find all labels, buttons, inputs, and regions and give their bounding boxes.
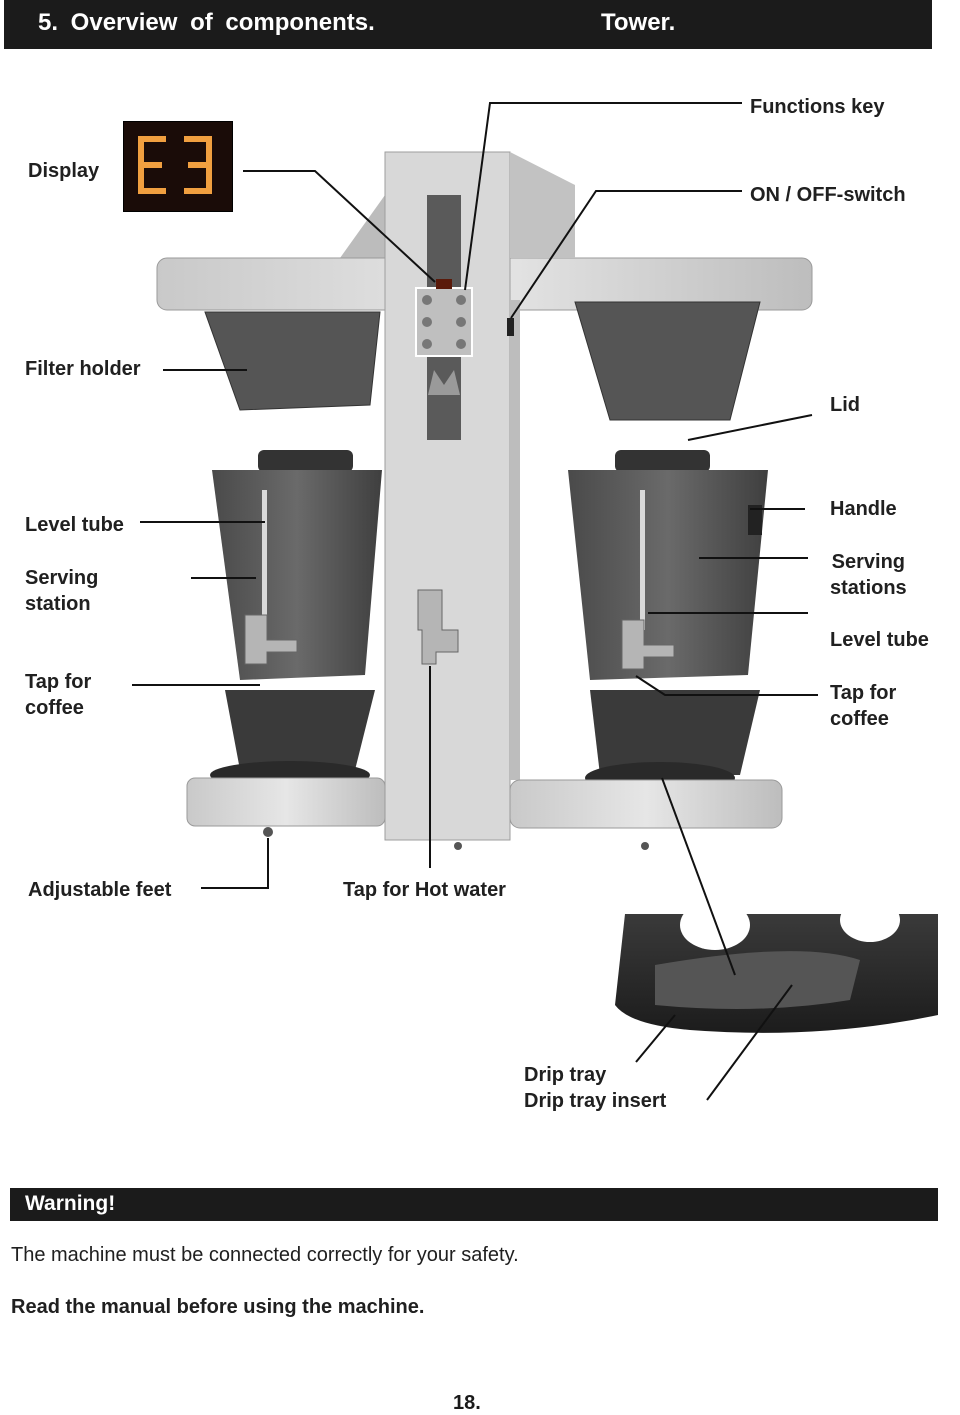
model-name: Tower. [601, 9, 676, 36]
leader-drip-tray-insert [706, 984, 793, 1101]
airpot-right-handle [748, 505, 762, 535]
label-tap-coffee-left: Tap for coffee [25, 671, 92, 719]
column-lower-side [510, 300, 520, 780]
filter-holder-left [204, 311, 381, 411]
leader-tap-right [635, 675, 818, 696]
label-level-tube-left: Level tube [25, 514, 124, 536]
airpot-left-stand [225, 690, 375, 770]
tap-left [244, 614, 298, 665]
leader-drip-tray-main [661, 777, 736, 976]
tap-right [621, 619, 675, 670]
section-header: 5. Overview of components. Tower. [4, 0, 932, 49]
column-side [510, 152, 575, 258]
leader-adjustable-feet [201, 838, 269, 889]
warning-instruction: Read the manual before using the machine… [11, 1296, 425, 1318]
base-right [509, 779, 783, 829]
airpot-left-level-tube [262, 490, 267, 630]
leader-drip-tray [635, 1014, 676, 1063]
filter-holder-right [574, 301, 761, 421]
warning-text: The machine must be connected correctly … [11, 1244, 519, 1266]
label-display: Display [28, 160, 100, 182]
label-on-off-switch: ON / OFF-switch [750, 184, 906, 206]
airpot-right-stand [590, 690, 760, 775]
airpot-right-level-tube [640, 490, 645, 630]
display-closeup [123, 121, 233, 212]
airpot-right-body [568, 470, 768, 680]
label-serving-stations: Serving stations [830, 551, 907, 599]
label-lid: Lid [830, 394, 860, 416]
page-number: 18. [453, 1392, 481, 1414]
label-tap-hot-water: Tap for Hot water [343, 879, 506, 901]
leader-on-off [510, 190, 742, 319]
base-left [186, 777, 386, 827]
label-handle: Handle [830, 498, 897, 520]
label-drip-tray: Drip tray [524, 1064, 607, 1086]
on-off-switch [507, 318, 514, 336]
label-tap-coffee-right: Tap for coffee [830, 682, 897, 730]
leader-functions-key [464, 102, 742, 291]
airpot-left-lid [258, 450, 353, 472]
leader-lid [687, 414, 813, 441]
label-adjustable-feet: Adjustable feet [28, 879, 172, 901]
tap-hot-water [417, 589, 459, 665]
label-level-tube-right: Level tube [830, 629, 929, 651]
section-title: 5. Overview of components. [38, 9, 375, 36]
airpot-right-lid [615, 450, 710, 472]
crown-logo [428, 370, 460, 395]
warning-bar: Warning! [10, 1188, 938, 1221]
top-arm-back-left [340, 195, 385, 258]
leader-display [243, 170, 436, 283]
mini-display [436, 279, 452, 289]
label-filter-holder: Filter holder [25, 358, 141, 380]
label-serving-station: Serving station [25, 567, 99, 615]
warning-title: Warning! [25, 1192, 116, 1215]
label-drip-tray-insert: Drip tray insert [524, 1090, 667, 1112]
label-functions-key: Functions key [750, 96, 885, 118]
